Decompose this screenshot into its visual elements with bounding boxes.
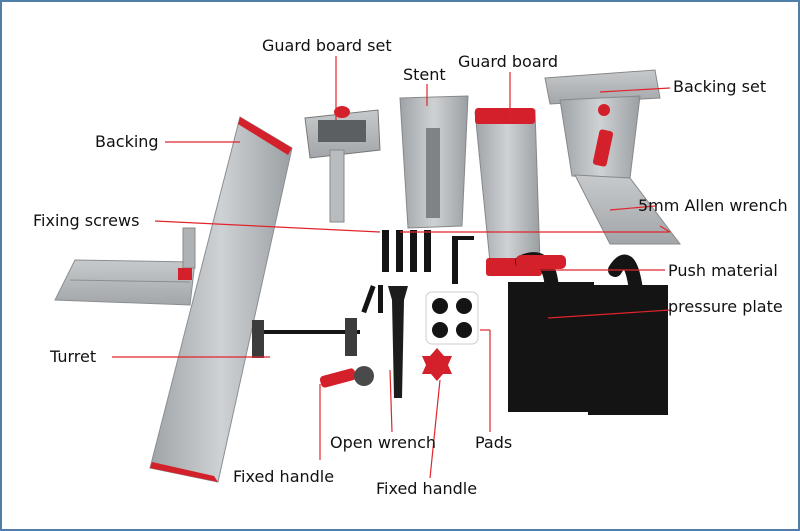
leader-lines <box>112 56 671 479</box>
label-pressure-plate: pressure plate <box>668 297 783 316</box>
label-guard-board: Guard board <box>458 52 559 71</box>
label-backing: Backing <box>95 132 159 151</box>
pads-part <box>425 291 479 345</box>
fixing-screws-part <box>382 230 431 272</box>
label-pads: Pads <box>475 433 513 452</box>
push-plate-right <box>588 254 668 415</box>
stent-part <box>399 95 469 229</box>
label-allen-wrench: 5mm Allen wrench <box>638 196 788 215</box>
label-fixed-handle-2: Fixed handle <box>376 479 478 498</box>
fixed-handle-red-lever <box>319 366 374 388</box>
backing-base-plate <box>54 227 196 306</box>
label-push-material: Push material <box>668 261 778 280</box>
guard-board-part <box>474 108 542 276</box>
backing-fence <box>149 116 293 483</box>
allen-wrench-part <box>452 236 474 284</box>
fixed-handle-star-knob <box>422 348 452 381</box>
label-fixed-handle-1: Fixed handle <box>233 467 335 486</box>
turret-part <box>252 318 360 358</box>
label-turret: Turret <box>50 347 97 366</box>
push-plate-left <box>508 252 594 412</box>
label-open-wrench: Open wrench <box>330 433 437 452</box>
open-wrench-part <box>388 286 408 398</box>
guard-board-set-part <box>304 106 381 223</box>
label-backing-set: Backing set <box>673 77 767 96</box>
backing-set-part <box>544 69 682 245</box>
label-stent: Stent <box>403 65 446 84</box>
label-guard-board-set: Guard board set <box>262 36 392 55</box>
label-fixing-screws: Fixing screws <box>33 211 140 230</box>
small-screws-part <box>361 285 383 314</box>
